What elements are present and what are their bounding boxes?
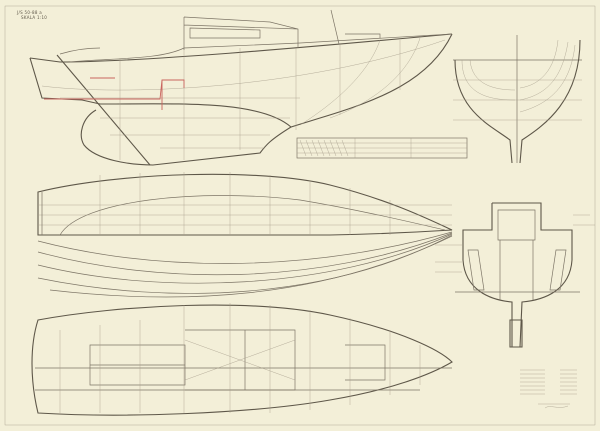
ballast-keel (509, 319, 523, 348)
profile-view (29, 9, 453, 166)
red-construction-lines (44, 77, 185, 110)
hull-profile (29, 33, 453, 128)
sheer-line (29, 33, 453, 63)
keel (80, 109, 292, 166)
midship-section (435, 202, 595, 348)
cabin (183, 16, 299, 50)
drawing-number: J/S 50-88 a (17, 10, 42, 15)
body-plan (453, 35, 582, 164)
sheet-border (4, 5, 596, 426)
waterlines (37, 231, 453, 298)
rudder-stock (56, 54, 151, 166)
drawing-scale: SKALA 1:10 (21, 15, 48, 20)
particulars-table (520, 369, 577, 409)
half-breadth-plan (37, 172, 453, 236)
signature (538, 403, 570, 409)
scale-bar (296, 137, 468, 159)
mast-stump (330, 9, 381, 45)
accommodation-plan (31, 303, 453, 416)
